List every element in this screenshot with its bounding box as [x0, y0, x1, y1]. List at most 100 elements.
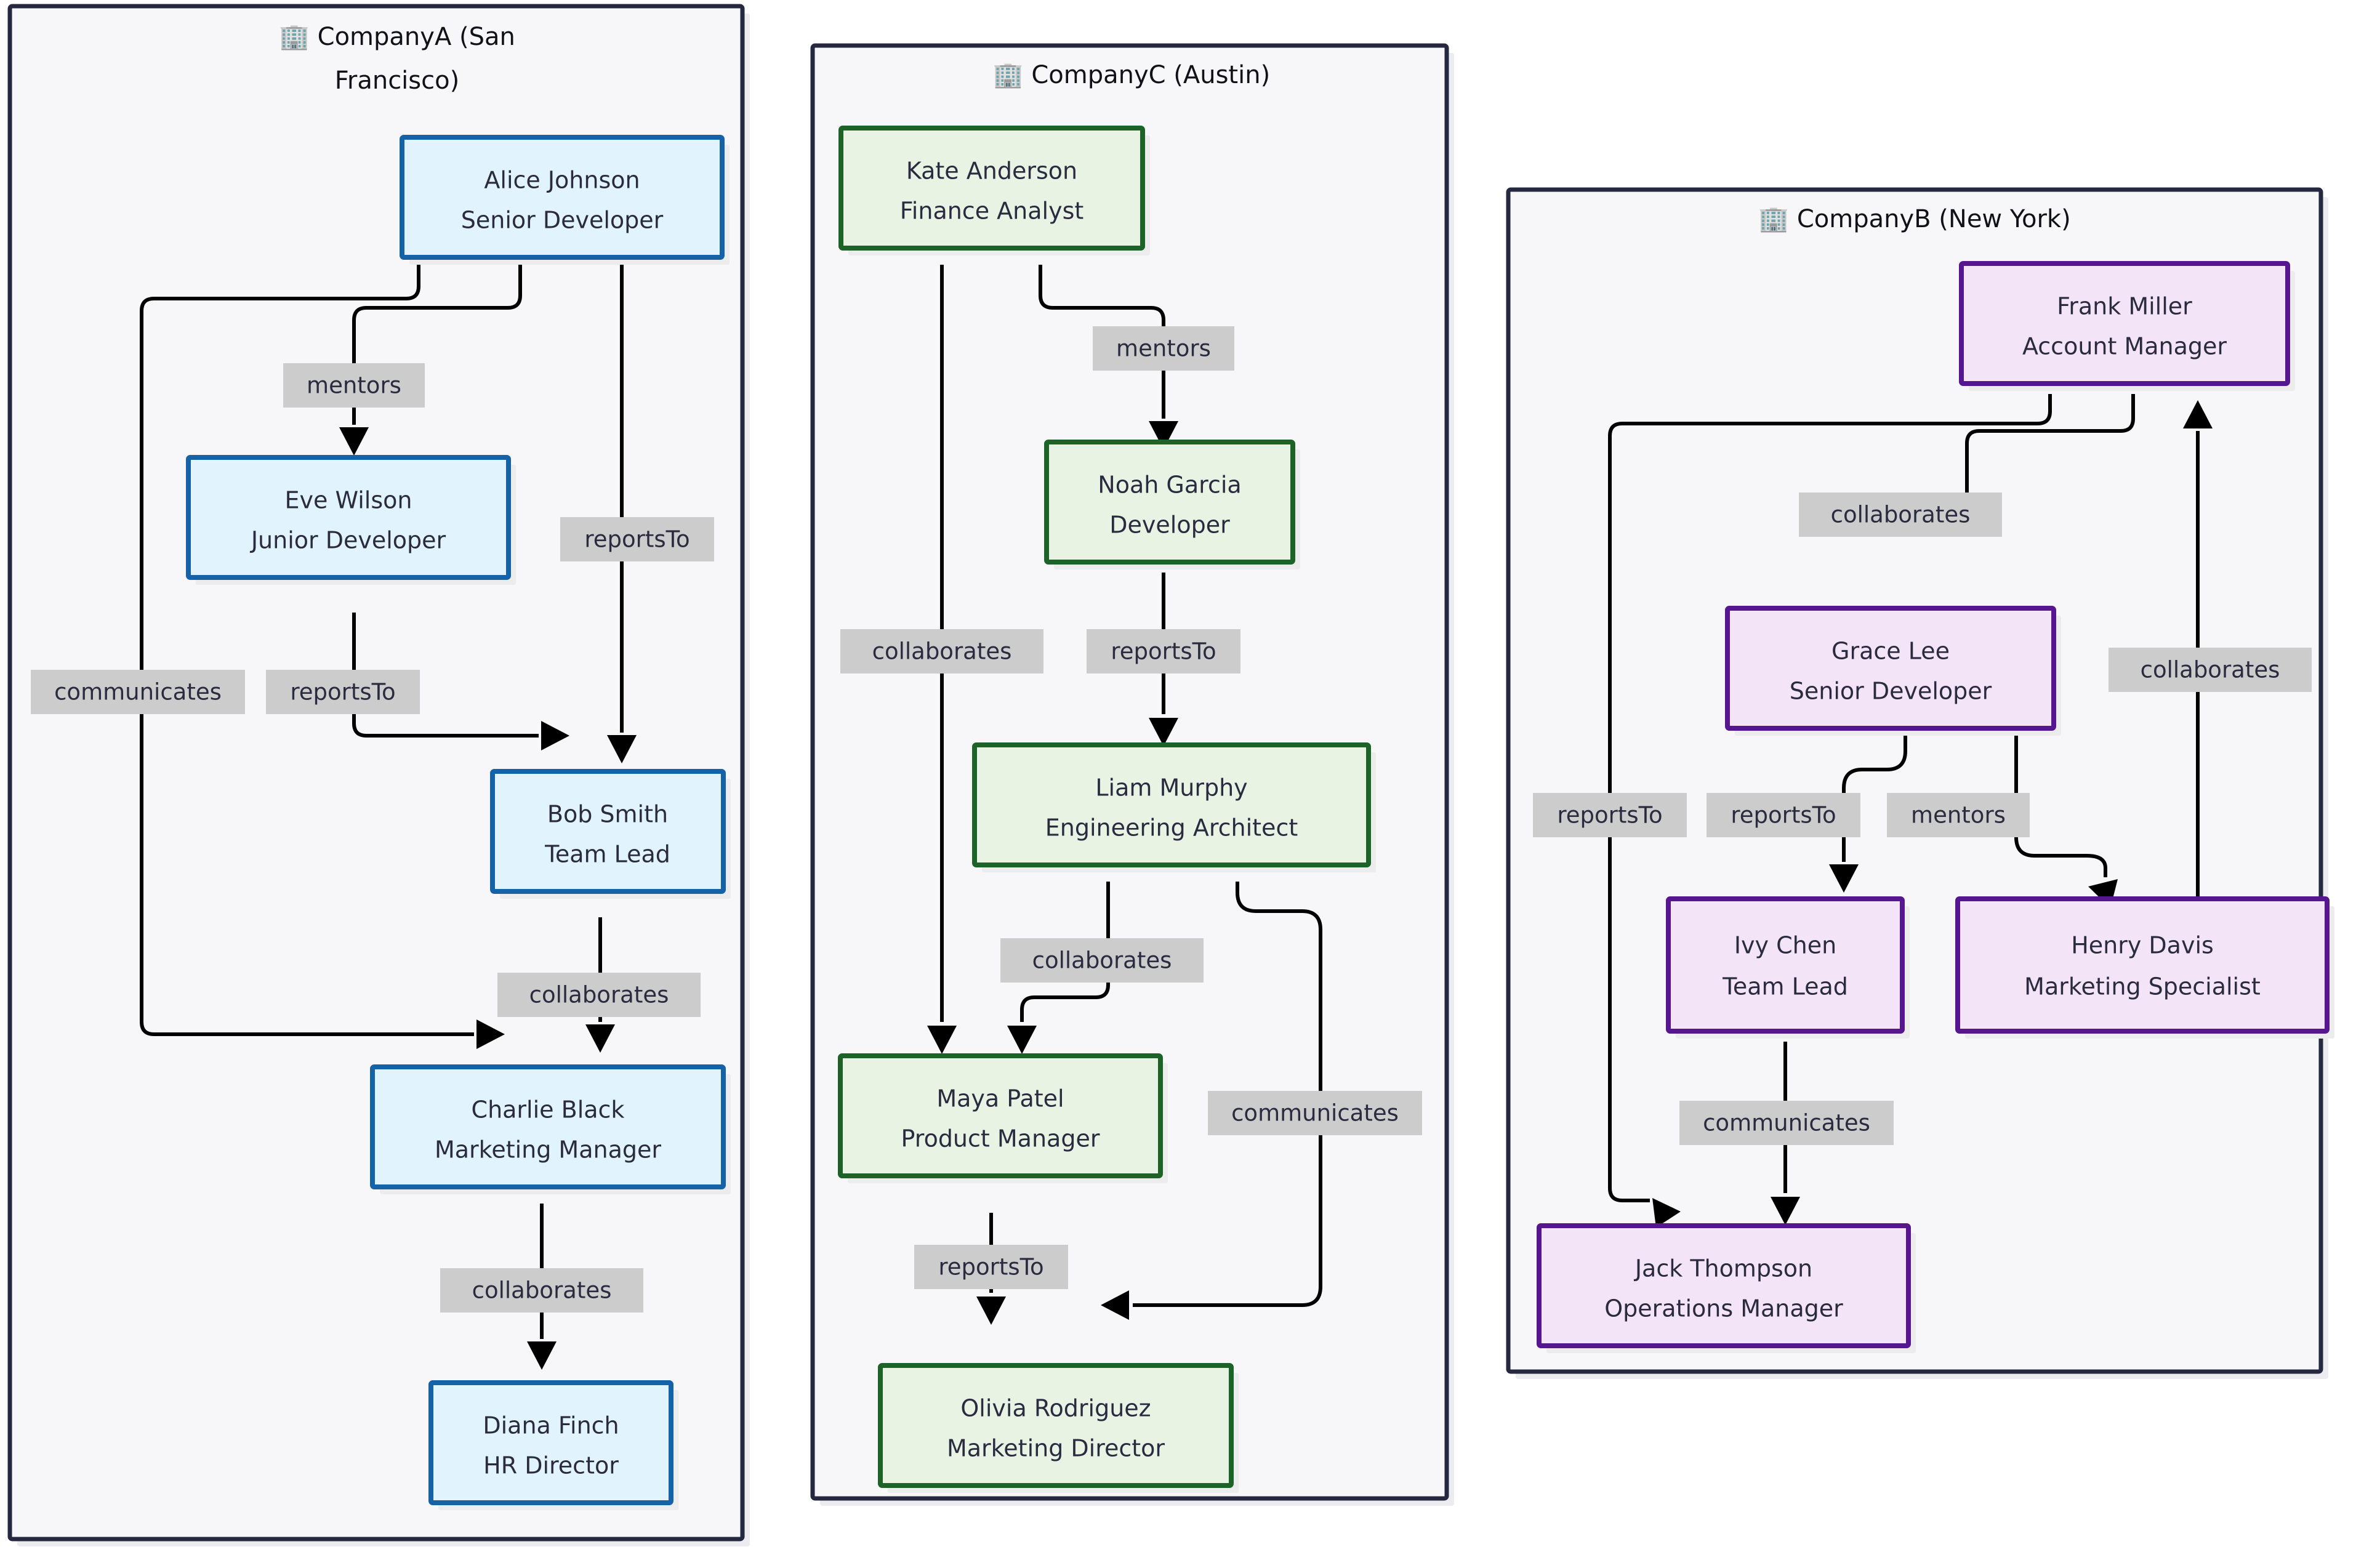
edge-label-c6-reportsTo: reportsTo [938, 1254, 1043, 1281]
node-frank-miller[interactable]: Frank Miller Account Manager [1959, 261, 2295, 391]
cluster-companyA-title-line1: 🏢 CompanyA (San [279, 23, 515, 51]
edge-label-bg-c4 [1000, 938, 1204, 983]
node-diana-box [428, 1380, 673, 1505]
edges-companyB [1608, 394, 2213, 1228]
node-frank-role: Account Manager [2022, 333, 2227, 360]
edge-grace-ivy [1842, 733, 1907, 862]
edge-label-a1-mentors: mentors [307, 372, 401, 399]
edge-label-bg-b4 [1887, 793, 2030, 837]
node-kate-anderson[interactable]: Kate Anderson Finance Analyst [838, 126, 1150, 255]
node-kate-name: Kate Anderson [906, 158, 1077, 185]
edge-label-a2-reportsTo: reportsTo [584, 526, 690, 553]
node-olivia-role: Marketing Director [947, 1435, 1165, 1462]
edge-label-bg-b5 [2109, 648, 2312, 692]
edge-label-b5-collaborates: collaborates [2141, 657, 2280, 683]
node-noah-role: Developer [1109, 512, 1230, 539]
edge-label-a6-collaborates: collaborates [472, 1277, 612, 1304]
node-noah-box [1044, 440, 1295, 565]
edge-alice-bob-arrowhead [607, 735, 637, 763]
node-eve-box [186, 455, 511, 580]
node-grace-lee[interactable]: Grace Lee Senior Developer [1725, 606, 2061, 736]
edge-liam-olivia-arrowhead [1101, 1290, 1129, 1320]
node-grace-name: Grace Lee [1831, 638, 1950, 665]
node-ivy-chen[interactable]: Ivy Chen Team Lead [1666, 896, 1910, 1039]
edge-labels-companyC: mentors collaborates reportsTo collabora… [840, 326, 1422, 1289]
node-noah-name: Noah Garcia [1098, 472, 1241, 499]
node-alice-johnson[interactable]: Alice Johnson Senior Developer [400, 135, 730, 265]
node-jack-thompson[interactable]: Jack Thompson Operations Manager [1537, 1223, 1916, 1353]
edge-ivy-jack-arrowhead [1771, 1197, 1800, 1225]
node-henry-box [1955, 896, 2330, 1034]
edge-labels-companyB: collaborates reportsTo reportsTo mentors… [1533, 493, 2312, 1145]
node-liam-name: Liam Murphy [1095, 774, 1247, 802]
edge-label-b2-reportsTo: reportsTo [1557, 802, 1662, 829]
edge-frank-grace [1965, 394, 2135, 499]
edge-henry-frank-arrowhead [2183, 400, 2213, 428]
cluster-companyB-border [1506, 187, 2323, 1374]
edge-label-bg-b6 [1679, 1101, 1894, 1145]
edges-companyA [140, 262, 637, 1370]
node-alice-role: Senior Developer [461, 207, 664, 234]
edge-kate-noah [1039, 265, 1165, 419]
node-diana-name: Diana Finch [483, 1412, 619, 1439]
edge-eve-bob [352, 613, 539, 738]
edge-label-bg-b1 [1799, 493, 2002, 537]
edge-labels-companyA: mentors reportsTo communicates reportsTo… [31, 363, 714, 1313]
node-charlie-box [370, 1064, 726, 1189]
node-kate-role: Finance Analyst [900, 198, 1084, 225]
cluster-companyC-title: 🏢 CompanyC (Austin) [993, 61, 1270, 89]
node-noah-garcia[interactable]: Noah Garcia Developer [1044, 440, 1300, 569]
edge-liam-maya-arrowhead [1007, 1026, 1037, 1054]
edge-label-bg-c6 [914, 1245, 1068, 1289]
node-frank-box [1959, 261, 2290, 386]
edge-label-bg-a3 [31, 670, 245, 714]
node-liam-role: Engineering Architect [1045, 814, 1298, 842]
node-olivia-rodriguez[interactable]: Olivia Rodriguez Marketing Director [878, 1363, 1239, 1493]
node-eve-wilson[interactable]: Eve Wilson Junior Developer [186, 455, 516, 585]
node-kate-box [838, 126, 1145, 251]
edge-alice-charlie-arrowhead [476, 1019, 505, 1049]
node-henry-name: Henry Davis [2071, 932, 2214, 959]
node-liam-murphy[interactable]: Liam Murphy Engineering Architect [972, 742, 1376, 872]
node-ivy-name: Ivy Chen [1734, 932, 1836, 959]
node-charlie-black[interactable]: Charlie Black Marketing Manager [370, 1064, 731, 1194]
edge-label-c4-collaborates: collaborates [1032, 947, 1172, 974]
edge-grace-ivy-arrowhead [1829, 864, 1859, 893]
node-diana-finch[interactable]: Diana Finch HR Director [428, 1380, 678, 1510]
edge-alice-charlie [140, 262, 474, 1036]
edge-alice-eve [352, 262, 522, 425]
cluster-companyB[interactable]: 🏢 CompanyB (New York) [1506, 187, 2328, 1379]
edge-liam-olivia [1133, 882, 1322, 1307]
node-bob-smith[interactable]: Bob Smith Team Lead [490, 769, 731, 899]
edge-label-bg-a5 [497, 973, 701, 1017]
node-maya-role: Product Manager [901, 1125, 1100, 1152]
node-maya-patel[interactable]: Maya Patel Product Manager [838, 1053, 1168, 1183]
edge-eve-bob-arrowhead [541, 721, 569, 750]
edge-label-bg-c5 [1208, 1091, 1422, 1135]
edge-label-bg-c1 [1093, 326, 1234, 371]
node-jack-role: Operations Manager [1604, 1295, 1843, 1322]
node-bob-name: Bob Smith [547, 801, 668, 828]
node-olivia-box [878, 1363, 1234, 1488]
node-charlie-role: Marketing Manager [435, 1136, 661, 1164]
edge-label-b6-communicates: communicates [1703, 1110, 1870, 1136]
edge-label-b1-collaborates: collaborates [1831, 502, 1971, 528]
edge-label-c2-collaborates: collaborates [872, 638, 1012, 665]
node-jack-box [1537, 1223, 1911, 1348]
node-henry-role: Marketing Specialist [2024, 973, 2261, 1000]
node-alice-name: Alice Johnson [484, 167, 640, 194]
edge-label-c3-reportsTo: reportsTo [1111, 638, 1216, 665]
edge-label-b4-mentors: mentors [1911, 802, 2006, 829]
node-olivia-name: Olivia Rodriguez [960, 1395, 1151, 1422]
node-eve-name: Eve Wilson [285, 487, 412, 514]
node-frank-name: Frank Miller [2057, 293, 2192, 320]
node-henry-davis[interactable]: Henry Davis Marketing Specialist [1955, 896, 2334, 1039]
edge-label-bg-a4 [266, 670, 420, 714]
edge-label-a5-collaborates: collaborates [529, 982, 669, 1008]
edge-label-bg-a6 [440, 1268, 643, 1313]
node-maya-name: Maya Patel [936, 1085, 1064, 1112]
edge-frank-jack [1608, 394, 2052, 1202]
edge-bob-charlie-arrowhead [585, 1024, 615, 1053]
cluster-companyB-title: 🏢 CompanyB (New York) [1758, 205, 2070, 233]
